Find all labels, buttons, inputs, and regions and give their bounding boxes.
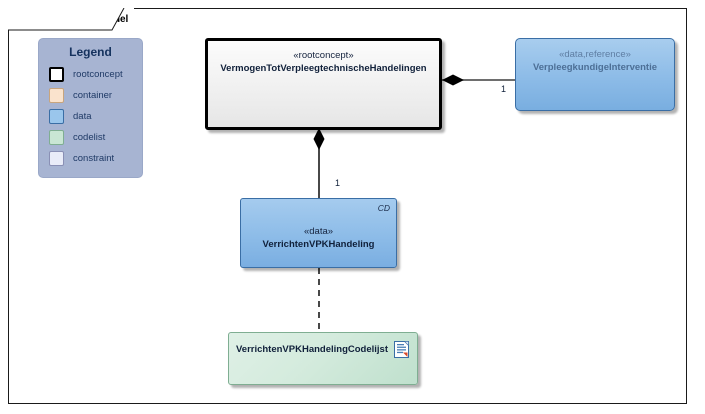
legend-swatch-container: [49, 88, 64, 103]
legend-label-codelist: codelist: [73, 132, 106, 143]
class-node-rootconcept[interactable]: «rootconcept» VermogenTotVerpleegtechnis…: [205, 38, 442, 130]
class-stereotype-reference: «data,reference»: [559, 49, 631, 60]
legend-label-constraint: constraint: [73, 153, 115, 164]
legend-item-constraint: constraint: [39, 148, 142, 169]
legend-label-rootconcept: rootconcept: [73, 69, 123, 80]
class-node-data[interactable]: CD «data» VerrichtenVPKHandeling: [240, 198, 397, 268]
legend-item-codelist: codelist: [39, 127, 142, 148]
legend-swatch-constraint: [49, 151, 64, 166]
legend-swatch-data: [49, 109, 64, 124]
diagram-frame: [8, 8, 687, 404]
document-icon: [394, 341, 409, 358]
legend-item-container: container: [39, 85, 142, 106]
legend-item-data: data: [39, 106, 142, 127]
legend-swatch-codelist: [49, 130, 64, 145]
legend-label-data: data: [73, 111, 92, 122]
legend-panel: Legend rootconcept container data codeli…: [38, 38, 143, 178]
class-name-codelist: VerrichtenVPKHandelingCodelijst: [235, 344, 389, 355]
class-stereotype-rootconcept: «rootconcept»: [293, 50, 354, 61]
class-name-rootconcept: VermogenTotVerpleegtechnischeHandelingen: [220, 63, 427, 74]
multiplicity-label-data: 1: [335, 178, 341, 188]
legend-swatch-rootconcept: [49, 67, 64, 82]
legend-label-container: container: [73, 90, 113, 101]
frame-title-label: class Information Model: [16, 13, 129, 25]
class-name-reference: VerpleegkundigeInterventie: [532, 62, 658, 73]
class-node-reference[interactable]: «data,reference» VerpleegkundigeInterven…: [515, 38, 675, 111]
legend-item-rootconcept: rootconcept: [39, 64, 142, 85]
class-name-data: VerrichtenVPKHandeling: [262, 239, 375, 250]
legend-title: Legend: [69, 45, 112, 59]
class-corner-marker-cd: CD: [377, 203, 390, 213]
multiplicity-label-reference: 1: [501, 84, 507, 94]
frame-title-tab: class Information Model: [8, 8, 135, 30]
class-node-codelist[interactable]: VerrichtenVPKHandelingCodelijst: [228, 332, 418, 385]
class-stereotype-data: «data»: [303, 226, 334, 237]
